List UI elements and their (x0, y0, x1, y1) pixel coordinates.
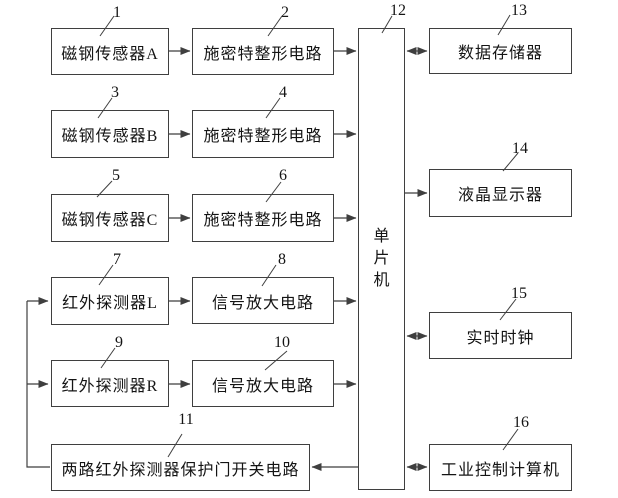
data-memory-block: 数据存储器 (429, 28, 572, 74)
block-label: 施密特整形电路 (203, 128, 323, 145)
signal-amplifier-circuit-2-block: 信号放大电路 (192, 360, 334, 407)
ref-number-6: 6 (279, 167, 287, 184)
block-label: 单片机 (373, 228, 390, 289)
block-label: 信号放大电路 (211, 377, 314, 395)
ref-number-9: 9 (115, 334, 123, 351)
block-label: 施密特整形电路 (203, 45, 323, 63)
infrared-detector-l-block: 红外探测器L (51, 277, 169, 325)
block-label: 数据存储器 (457, 45, 543, 62)
schmitt-shaping-circuit-3-block: 施密特整形电路 (192, 194, 334, 242)
ref-number-15: 15 (511, 285, 527, 302)
ref-number-12: 12 (390, 2, 406, 19)
ref-number-3: 3 (111, 84, 119, 101)
ref-number-11: 11 (178, 411, 194, 428)
block-label: 红外探测器L (62, 295, 158, 312)
schmitt-shaping-circuit-1-block: 施密特整形电路 (192, 28, 334, 75)
block-label: 红外探测器R (61, 377, 159, 395)
ref-number-4: 4 (279, 84, 287, 101)
protection-gate-switch-circuit-block: 两路红外探测器保护门开关电路 (51, 444, 310, 491)
block-label: 磁钢传感器A (61, 45, 159, 63)
lcd-display-block: 液晶显示器 (429, 169, 572, 217)
rtc-block: 实时时钟 (429, 312, 572, 359)
signal-amplifier-circuit-1-block: 信号放大电路 (192, 277, 334, 324)
magnetic-sensor-a-block: 磁钢传感器A (51, 28, 169, 75)
ref-number-1: 1 (113, 4, 121, 21)
ref-number-7: 7 (113, 251, 121, 268)
ref-number-2: 2 (281, 4, 289, 21)
magnetic-sensor-c-block: 磁钢传感器C (51, 194, 169, 242)
block-label: 磁钢传感器C (61, 212, 159, 229)
block-label: 工业控制计算机 (440, 461, 560, 479)
ref-number-13: 13 (511, 2, 527, 19)
ref-number-5: 5 (112, 167, 120, 184)
magnetic-sensor-b-block: 磁钢传感器B (51, 110, 169, 158)
block-label: 实时时钟 (466, 329, 535, 347)
block-label: 液晶显示器 (457, 187, 543, 204)
block-label: 信号放大电路 (211, 294, 314, 312)
ref-number-10: 10 (274, 334, 290, 351)
block-label: 两路红外探测器保护门开关电路 (61, 461, 300, 479)
infrared-detector-r-block: 红外探测器R (51, 360, 169, 407)
ref-number-16: 16 (513, 414, 529, 431)
schmitt-shaping-circuit-2-block: 施密特整形电路 (192, 110, 334, 158)
block-label: 磁钢传感器B (61, 128, 159, 145)
ref-number-14: 14 (512, 140, 528, 157)
mcu-block: 单片机 (358, 28, 405, 490)
block-label: 施密特整形电路 (203, 212, 323, 229)
ref-number-8: 8 (278, 251, 286, 268)
industrial-computer-block: 工业控制计算机 (429, 444, 572, 491)
